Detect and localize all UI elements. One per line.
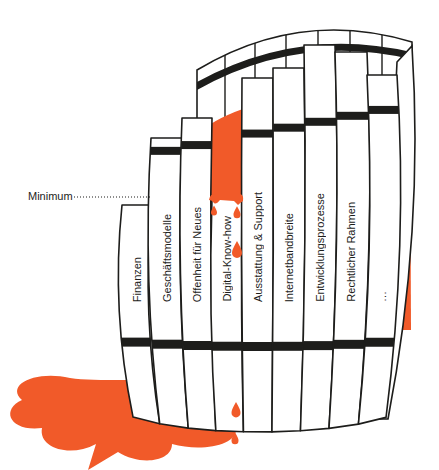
stave-outline: [272, 68, 305, 432]
stave-label: Finanzen: [131, 257, 143, 302]
leader-line: [74, 196, 150, 197]
stave-outline: [211, 197, 244, 432]
liquid-drop: [211, 205, 217, 215]
stave-text-box: Offenheit für Neues: [182, 123, 212, 302]
stave-text-box: …: [367, 80, 397, 302]
barrel-stave: …: [356, 73, 410, 427]
stave-text-box: Rechtlicher Rahmen: [335, 57, 367, 302]
liquid-spill: [209, 194, 243, 205]
stave-label: Rechtlicher Rahmen: [345, 202, 357, 302]
liquid-drop: [231, 402, 240, 417]
leader-label: Minimum: [28, 190, 73, 203]
stave-label: Offenheit für Neues: [191, 207, 203, 302]
stave-text-box: Entwicklungsprozesse: [304, 50, 335, 302]
barrel-hoop: [269, 124, 310, 132]
liquid-drop: [231, 432, 238, 444]
stave-fill: [358, 75, 400, 424]
stave-label: Entwicklungsprozesse: [314, 193, 326, 302]
liquid-drop: [233, 206, 240, 218]
barrel-hoop: [238, 130, 277, 138]
stave-label: Ausstattung & Support: [252, 192, 264, 302]
stave-label: …: [376, 291, 388, 302]
barrel-hoops: [356, 106, 410, 347]
barrel-hoop: [238, 342, 277, 351]
stave-text-box: Geschäftsmodelle: [151, 143, 182, 302]
barrel-hoop: [356, 106, 410, 114]
barrel-stave: Ausstattung & Support: [238, 76, 277, 434]
stave-fill: [272, 68, 305, 432]
barrel-stave: Digital-Know-how: [206, 195, 246, 434]
stave-label: Geschäftsmodelle: [161, 214, 173, 302]
stave-text-box: Finanzen: [122, 210, 151, 302]
barrel-hoops: [238, 130, 277, 351]
liquid-drop: [232, 241, 242, 258]
stave-shape: [356, 73, 410, 427]
stave-outline: [358, 75, 400, 424]
stave-text-box: Internetbandbreite: [273, 73, 304, 302]
stave-label: Digital-Know-how: [221, 216, 233, 302]
stave-label: Internetbandbreite: [283, 213, 295, 302]
stave-fill: [211, 197, 244, 432]
stave-outline: [242, 78, 274, 432]
stave-text-box: Digital-Know-how: [212, 202, 242, 302]
stave-text-box: Ausstattung & Support: [242, 83, 273, 302]
